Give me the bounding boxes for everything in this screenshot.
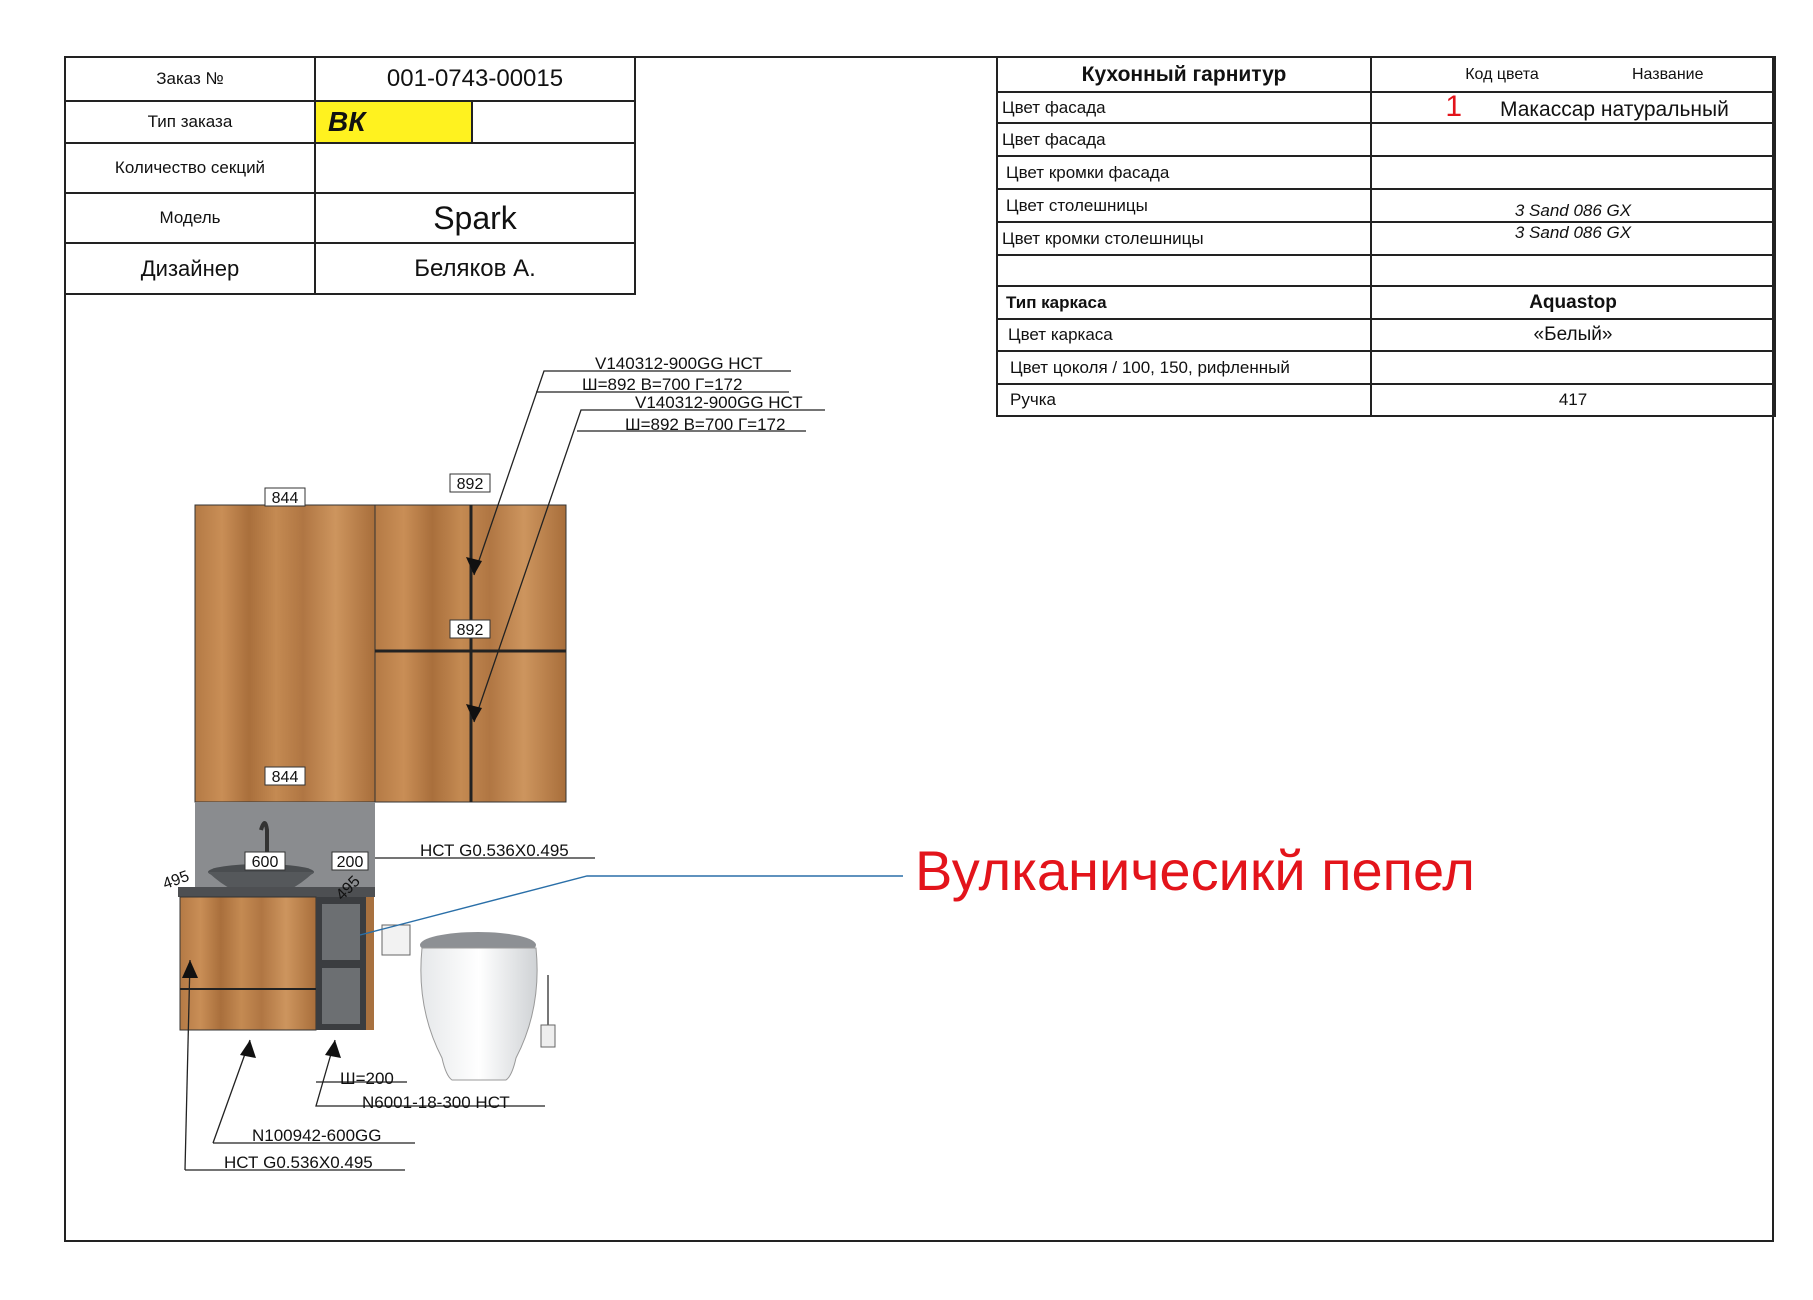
callout-shelf-width: Ш=200: [340, 1069, 394, 1088]
spec-row-value: Aquastop: [1370, 285, 1776, 320]
dim-wall-mid: 892: [457, 622, 484, 639]
sections-label: Количество секций: [64, 142, 316, 194]
spec-row-value: [1370, 155, 1776, 190]
spec-row-value: 3 Sand 086 GX: [1370, 221, 1776, 256]
callout-wall-code-1: V140312-900GG НСТ: [595, 354, 763, 373]
color-note: Вулканичесикй пепел: [915, 839, 1475, 902]
vanity: [179, 896, 374, 1031]
spec-row-label: Цвет цоколя / 100, 150, рифленный: [996, 350, 1372, 385]
spec-row-label: Цвет фасада: [996, 122, 1372, 157]
color-note-leader: [359, 875, 903, 936]
spec-row-label: Цвет кромки фасада: [996, 155, 1372, 190]
col-name-header: Название: [1632, 65, 1704, 83]
spec-row-label: Тип каркаса: [996, 285, 1372, 320]
model-value: Spark: [314, 192, 636, 244]
spec-row-value: «Белый»: [1370, 318, 1776, 352]
spec-row-value: Макассар натуральный: [1500, 98, 1729, 121]
toilet-roll-holder: [381, 924, 411, 956]
col-code-header: Код цвета: [1465, 65, 1539, 83]
spec-row-value: [1370, 254, 1776, 287]
callout-wall-code-2: V140312-900GG НСТ: [635, 393, 803, 412]
callout-top-counter: НСТ G0.536X0.495: [420, 841, 569, 860]
color-code: 1: [1445, 90, 1462, 123]
spec-row-value: 417: [1370, 383, 1776, 417]
spec-row-value: 3 Sand 086 GX: [1370, 188, 1776, 223]
spec-row-label: Цвет фасада: [996, 91, 1372, 124]
designer-label: Дизайнер: [64, 242, 316, 295]
order-no-label: Заказ №: [64, 56, 316, 102]
countertop: [178, 887, 375, 897]
dim-sink: 600: [252, 854, 279, 871]
sections-value: [314, 142, 636, 194]
callout-shelf-code: N6001-18-300 НСТ: [362, 1093, 510, 1112]
spec-row-label: Цвет кромки столешницы: [996, 221, 1372, 256]
order-type-badge: ВК: [316, 102, 473, 142]
drawing-frame: [64, 56, 1774, 1242]
callout-bottom-counter: НСТ G0.536X0.495: [224, 1153, 373, 1172]
toilet: [420, 932, 538, 1081]
spec-row-label: Ручка: [996, 383, 1372, 417]
callout-vanity-code: N100942-600GG: [252, 1126, 381, 1145]
toilet-brush: [540, 975, 556, 1048]
spec-row-label: Цвет столешницы: [996, 188, 1372, 223]
spec-row-value: [1370, 350, 1776, 385]
model-label: Модель: [64, 192, 316, 244]
callout-wall-dims-1: Ш=892 В=700 Г=172: [582, 375, 742, 394]
callout-wall-dims-2: Ш=892 В=700 Г=172: [625, 415, 785, 434]
spec-row-label: Цвет каркаса: [996, 318, 1372, 352]
dim-tall-bottom: 844: [272, 769, 299, 786]
dim-tall-top: 844: [272, 490, 299, 507]
spec-header: Кухонный гарнитур: [996, 56, 1372, 93]
designer-value: Беляков А.: [314, 242, 636, 295]
wall-cabinets: [374, 504, 567, 803]
spec-row-label: [996, 254, 1372, 287]
dim-shelf: 200: [337, 854, 364, 871]
spec-row-value: [1370, 122, 1776, 157]
dim-wall-top: 892: [457, 476, 484, 493]
order-type-label: Тип заказа: [64, 100, 316, 144]
spec-table: Кухонный гарнитур Код цвета Название Цвет…: [996, 56, 1776, 417]
order-no-value: 001-0743-00015: [314, 56, 636, 102]
tall-cabinet: [194, 504, 376, 803]
